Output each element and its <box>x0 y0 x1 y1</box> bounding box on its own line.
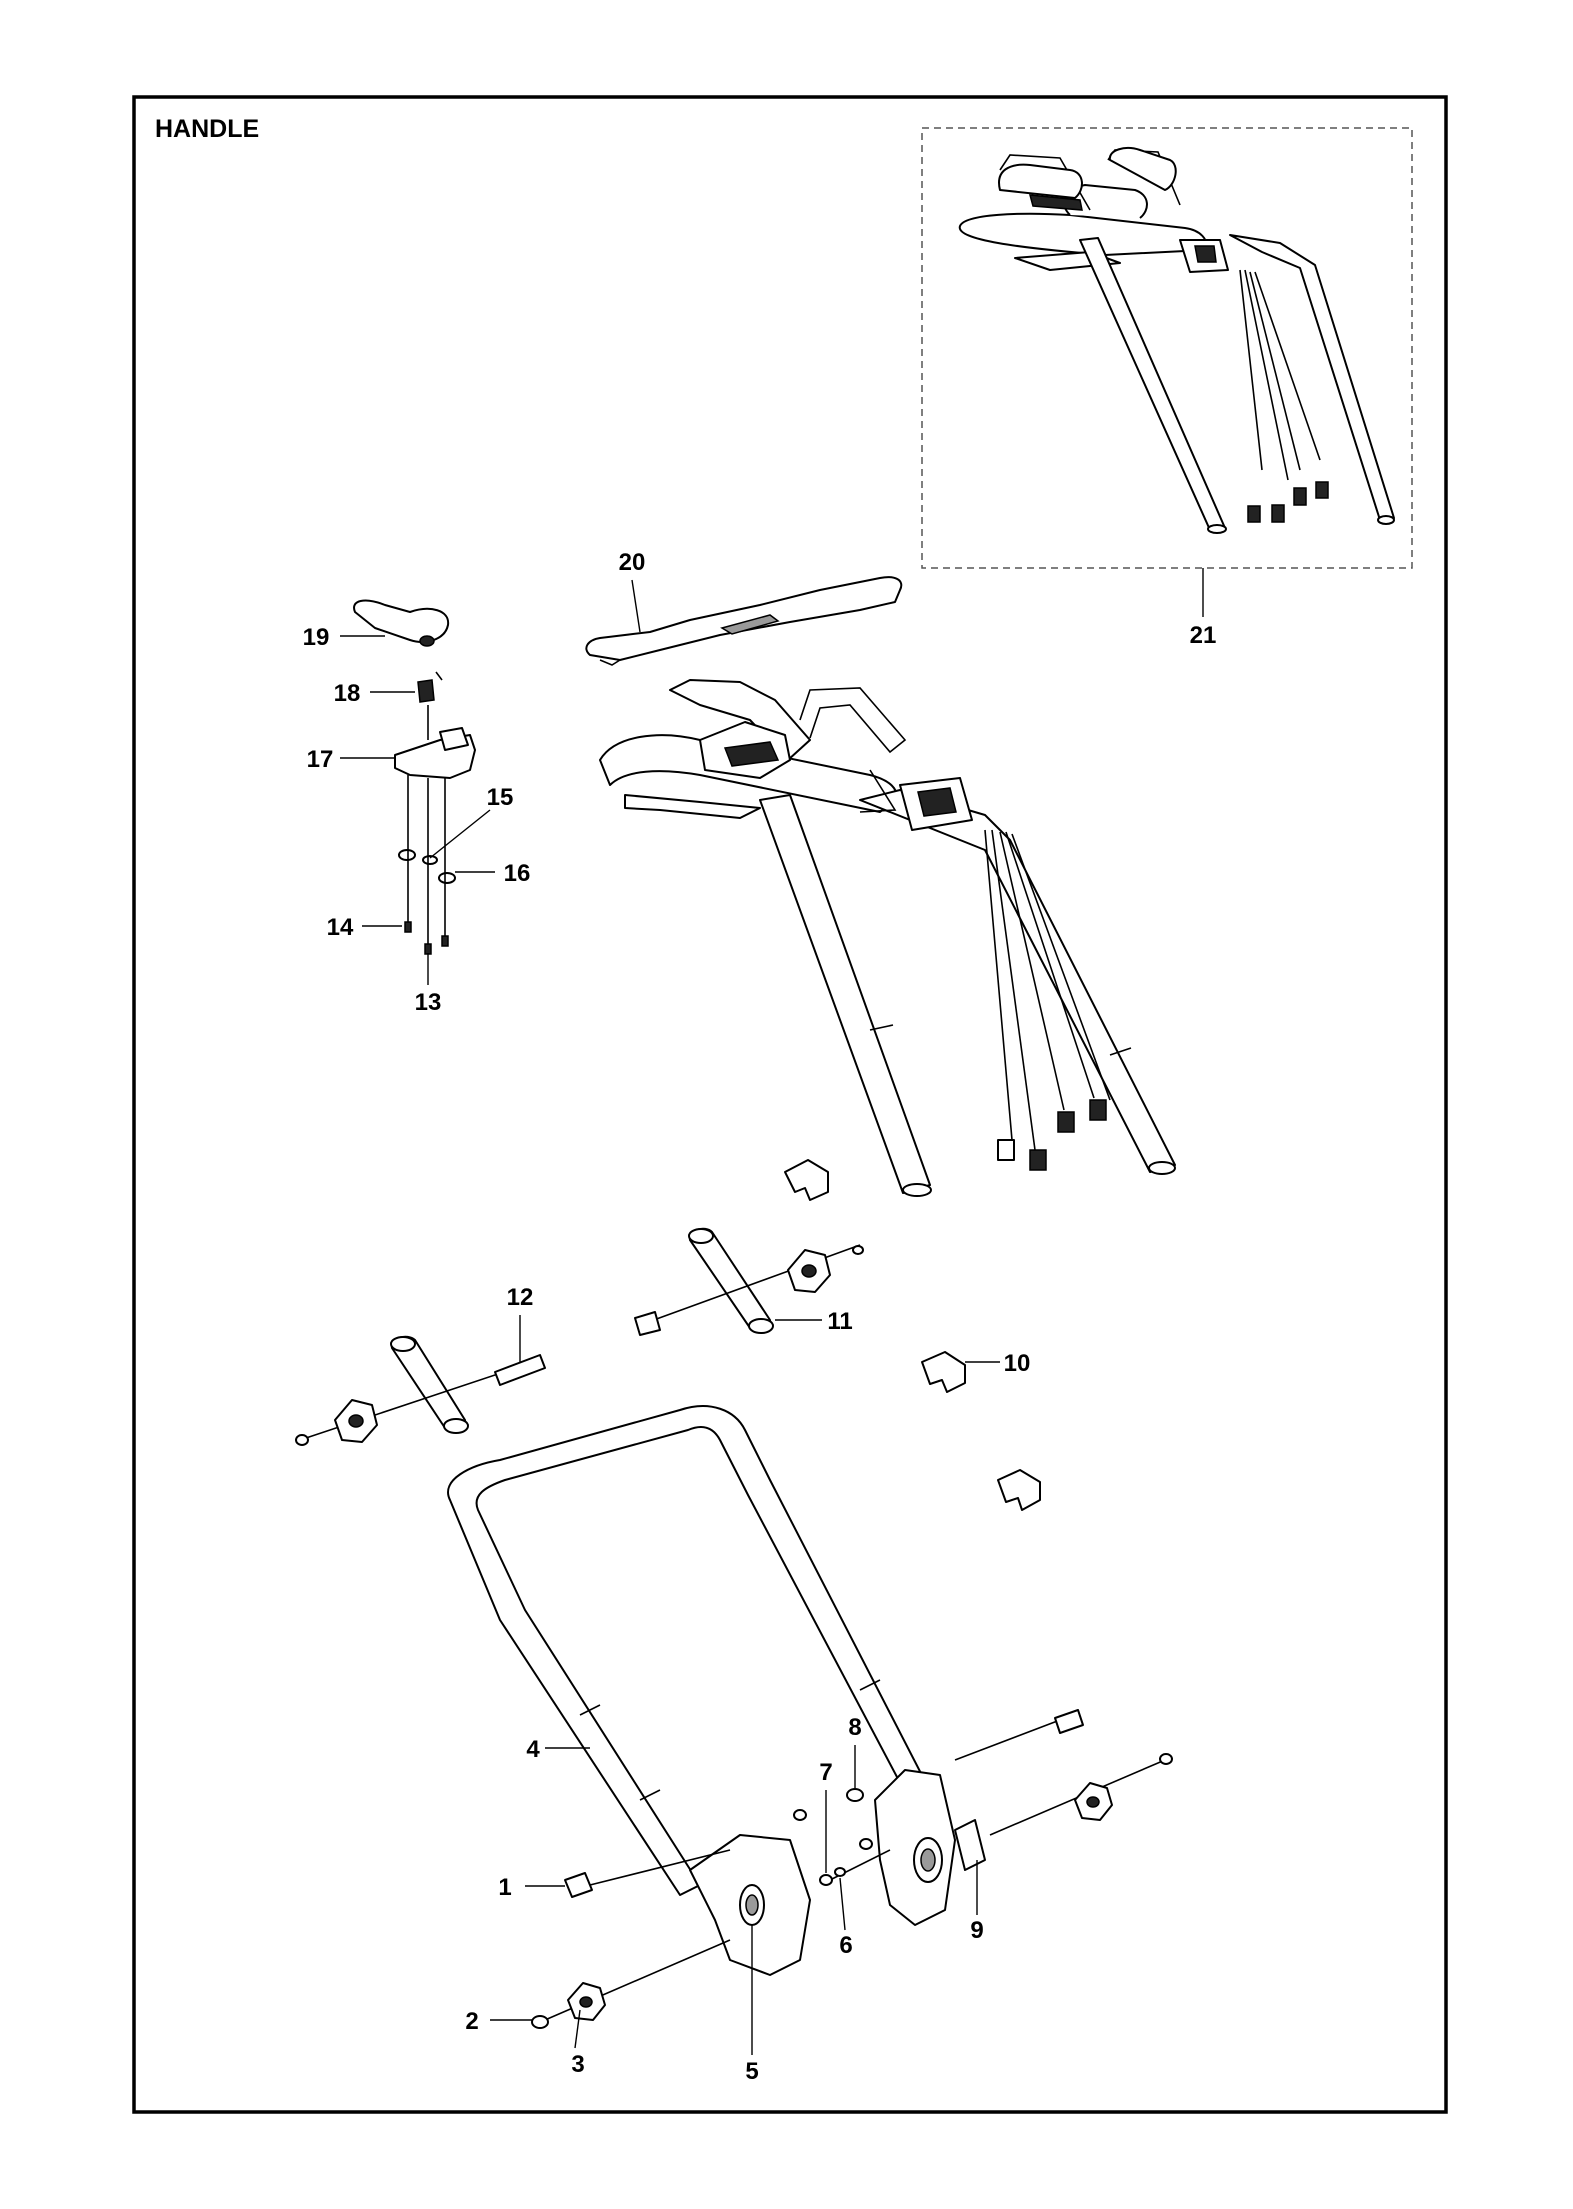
callout-4: 4 <box>526 1736 540 1763</box>
callout-12: 12 <box>507 1284 534 1311</box>
callout-10: 10 <box>1004 1350 1031 1377</box>
part-12-lower-tube-set <box>295 1335 546 1446</box>
callout-6: 6 <box>839 1932 852 1959</box>
part-1-bolt <box>564 1849 731 1898</box>
callout-13: 13 <box>415 989 442 1016</box>
page-title: HANDLE <box>155 115 260 143</box>
part-17-lever-base <box>394 705 476 779</box>
callout-5: 5 <box>745 2058 758 2085</box>
parts-15-16-washers <box>398 849 456 884</box>
callout-18: 18 <box>334 680 361 707</box>
callout-14: 14 <box>327 914 354 941</box>
part-4-lower-handle <box>447 1405 946 1896</box>
part-5-left-bracket <box>689 1834 811 1976</box>
callout-16: 16 <box>504 860 531 887</box>
part-10-clip-mid <box>921 1351 966 1393</box>
callout-19: 19 <box>303 624 330 651</box>
callout-9: 9 <box>970 1917 983 1944</box>
parts-6-7-8-fasteners <box>793 1788 891 1886</box>
callout-15: 15 <box>487 784 514 811</box>
part-19-lever-cap <box>353 599 450 647</box>
callout-17: 17 <box>307 746 334 773</box>
callout-20: 20 <box>619 549 646 576</box>
parts-2-3-knob-nut <box>531 1939 731 2029</box>
parts-13-14-screws <box>404 775 449 955</box>
part-10-clip-top <box>784 1159 829 1201</box>
part-10-clip-low <box>997 1469 1041 1511</box>
callout-11: 11 <box>827 1308 852 1335</box>
callout-7: 7 <box>819 1759 832 1786</box>
part-9-right-bracket <box>874 1769 986 1926</box>
callout-21: 21 <box>1190 622 1217 649</box>
callout-8: 8 <box>848 1714 861 1741</box>
right-side-bolt-knob <box>954 1709 1173 1836</box>
part-21-handle-assembly <box>958 147 1395 534</box>
callout-3: 3 <box>571 2051 584 2078</box>
outer-frame <box>132 95 1448 2114</box>
part-18-spring <box>417 671 443 703</box>
callout-1: 1 <box>498 1874 511 1901</box>
part-20-top-cover <box>585 576 903 666</box>
callout-labels: 1 2 3 4 5 6 7 8 9 10 11 12 13 14 15 16 1… <box>303 549 1217 2085</box>
callout-2: 2 <box>465 2008 478 2035</box>
assembly-21-dashed-box <box>921 127 1413 569</box>
part-11-upper-tube-set <box>634 1227 864 1336</box>
leader-lines <box>340 568 1204 2055</box>
main-upper-handle <box>599 679 1176 1197</box>
